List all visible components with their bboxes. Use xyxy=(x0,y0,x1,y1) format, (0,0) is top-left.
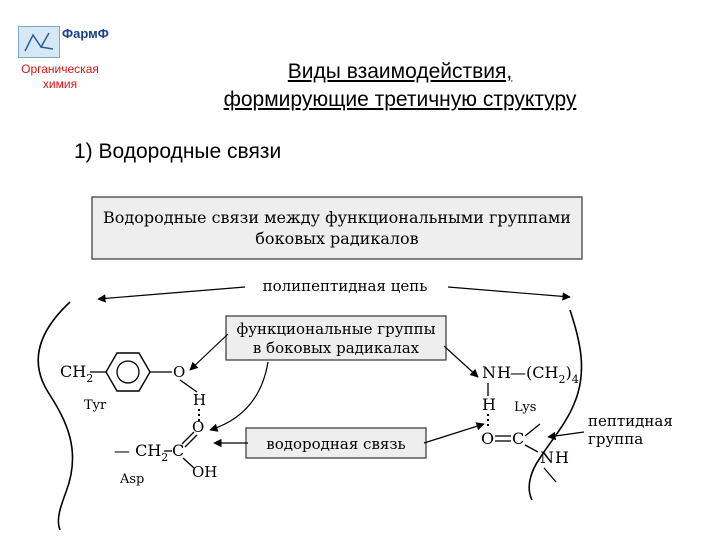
banner-box xyxy=(91,196,583,260)
peptide-label-2: группа xyxy=(588,430,643,448)
asp-co-bond-a xyxy=(181,431,195,445)
hbond-arrow-right xyxy=(423,422,485,444)
lys-nitrogen: N xyxy=(482,363,496,382)
func-to-asp-arrow xyxy=(209,361,269,432)
logo-subtitle: Органическая химия xyxy=(21,62,99,91)
peptide-label-1: пептидная xyxy=(588,412,673,430)
lys-h-right: H xyxy=(497,363,511,382)
asp-co-bond-b xyxy=(184,434,198,448)
peptide-hydrogen: H xyxy=(555,448,569,467)
peptide-carbon: C xyxy=(512,429,524,448)
peptide-nitrogen: N xyxy=(540,448,554,467)
peptide-cn-bond xyxy=(524,444,539,453)
asp-carbon: C xyxy=(172,441,184,460)
asp-oxygen: O xyxy=(192,418,204,436)
banner-line-2: боковых радикалов xyxy=(255,229,418,248)
title-line-1: Виды взаимодействия, xyxy=(287,60,513,83)
peptide-oxygen: O xyxy=(481,429,494,448)
lys-chain: —(CH2)4 xyxy=(510,363,579,386)
asp-oh-bond xyxy=(182,457,195,469)
hydrogen-bond-box xyxy=(245,427,427,459)
func-line-1: функциональные группы xyxy=(236,320,435,338)
peptide-bond-up xyxy=(524,423,541,437)
tyr-oxygen: O xyxy=(173,363,185,381)
banner-line-1: Водородные связи между функциональными г… xyxy=(103,208,571,227)
lys-hydrogen: H xyxy=(482,395,496,414)
molecule-icon xyxy=(24,32,54,52)
asp-label: Asp xyxy=(119,472,144,487)
chain-arrow-right xyxy=(447,286,571,301)
slide-subheading: 1) Водородные связи xyxy=(74,140,282,163)
peptide-bond-down xyxy=(543,467,557,483)
hydrogen-bond-label: водородная связь xyxy=(266,435,405,453)
tyr-oh-bond xyxy=(179,379,198,393)
chain-label: полипептидная цепь xyxy=(263,277,428,295)
chain-arrow-left xyxy=(97,286,246,303)
logo-image xyxy=(18,26,60,58)
tyr-label: Tyr xyxy=(84,398,107,413)
func-arrow-right xyxy=(443,345,479,378)
benzene-ring-inner xyxy=(116,360,140,384)
right-chain-curve xyxy=(528,309,583,501)
slide-title: Виды взаимодействия, формирующие третичн… xyxy=(190,58,610,114)
func-arrow-left xyxy=(189,333,229,371)
title-line-2: формирующие третичную структуру xyxy=(223,88,577,111)
tyr-ch2: CH2 xyxy=(60,362,93,385)
asp-ch2: — CH2 xyxy=(114,441,168,464)
functional-groups-box xyxy=(225,315,447,361)
tyr-hydrogen: H xyxy=(193,391,206,409)
lys-label: Lys xyxy=(514,400,536,415)
peptide-arrow xyxy=(547,431,585,441)
logo-name: ФармФ xyxy=(62,26,109,41)
benzene-ring xyxy=(105,352,151,392)
asp-hydroxyl: OH xyxy=(192,463,217,481)
func-line-2: в боковых радикалах xyxy=(253,339,420,357)
left-chain-curve xyxy=(37,301,74,531)
